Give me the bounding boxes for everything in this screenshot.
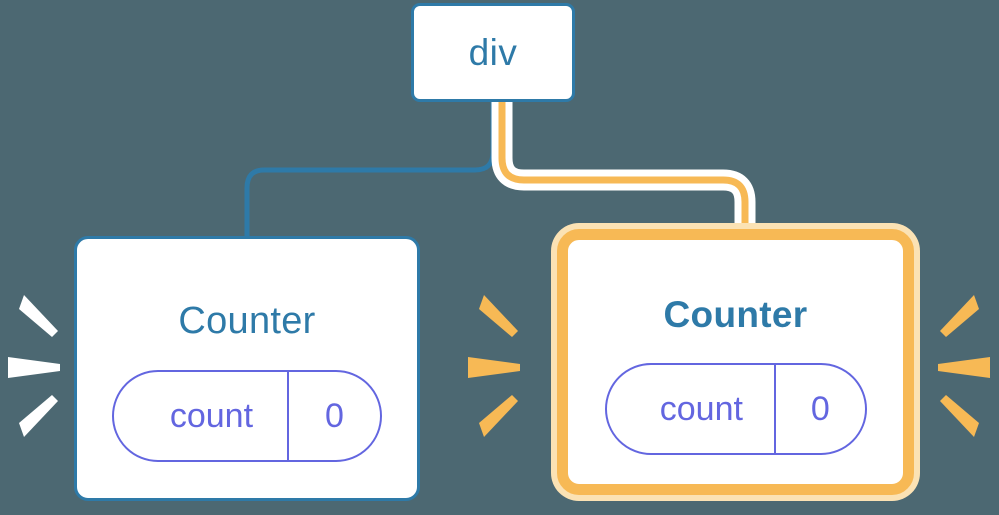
counter-right-state-value: 0 xyxy=(774,364,864,453)
counter-left-state-value: 0 xyxy=(286,371,380,460)
edge-div-to-counter-left xyxy=(244,102,496,236)
node-counter-left[interactable]: Counter count 0 xyxy=(74,236,420,501)
node-div-label: div xyxy=(468,32,518,73)
counter-left-state-key: count xyxy=(169,396,254,435)
node-div[interactable]: div xyxy=(411,3,575,102)
counter-left-title: Counter xyxy=(178,299,316,342)
counter-right-state-pill[interactable]: count 0 xyxy=(604,362,867,455)
counter-left-state-pill[interactable]: count 0 xyxy=(112,369,382,462)
counter-right-title: Counter xyxy=(663,293,808,335)
counter-right-state-key: count xyxy=(659,389,743,428)
edge-div-to-counter-right xyxy=(498,102,749,252)
node-counter-right[interactable]: Counter count 0 xyxy=(557,229,914,495)
